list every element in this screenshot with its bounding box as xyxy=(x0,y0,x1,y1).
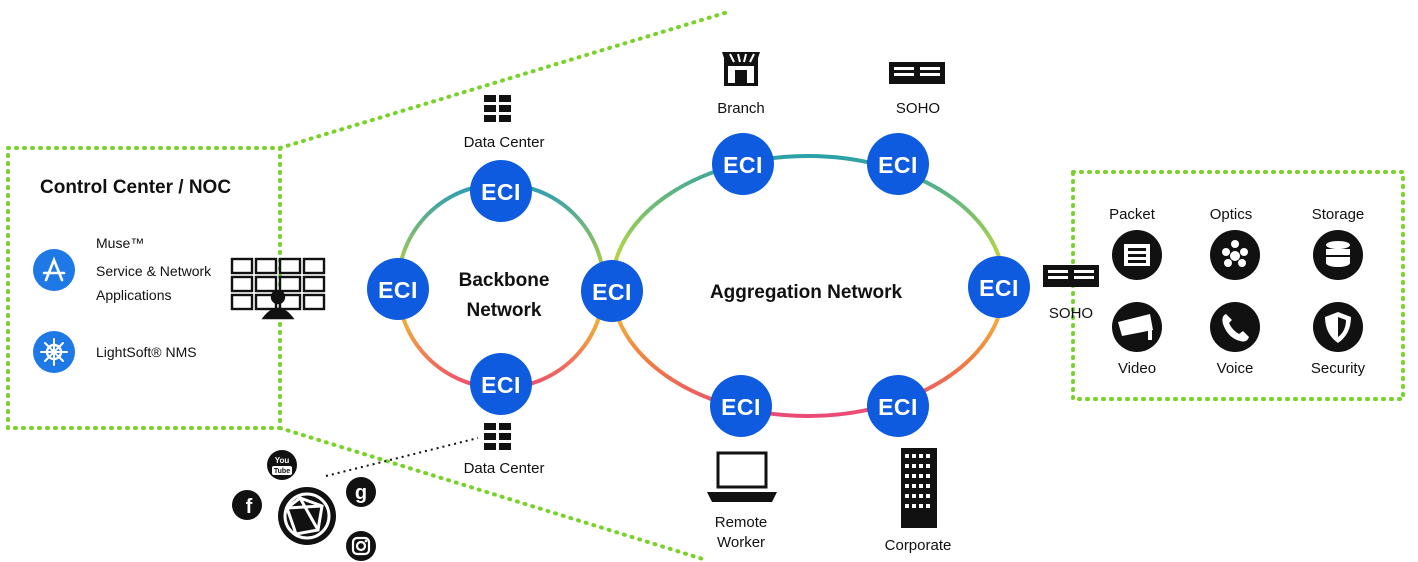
soho-top-label: SOHO xyxy=(896,100,940,117)
eci-node-remote-worker[interactable]: ECI xyxy=(710,375,772,437)
muse-subtitle: Service & Network xyxy=(96,263,212,279)
remote-worker-line2: Worker xyxy=(717,534,765,551)
service-security[interactable]: Security xyxy=(1311,302,1366,377)
laptop-icon xyxy=(707,451,777,502)
muse-title: Muse™ xyxy=(96,235,144,251)
branch-label: Branch xyxy=(717,100,765,117)
service-packet[interactable]: Packet xyxy=(1109,206,1162,280)
data-center-bottom-icon xyxy=(484,423,511,450)
store-icon xyxy=(722,52,760,86)
eci-node-label: ECI xyxy=(378,277,418,303)
instagram-icon[interactable] xyxy=(346,531,376,561)
packet-label: Packet xyxy=(1109,206,1156,223)
facebook-letter: f xyxy=(246,496,253,518)
facebook-icon[interactable]: f xyxy=(232,490,262,520)
eci-node-label: ECI xyxy=(592,279,632,305)
corporate-label: Corporate xyxy=(885,537,952,554)
eci-node-label: ECI xyxy=(481,372,521,398)
eci-node-backbone-bottom[interactable]: ECI xyxy=(470,353,532,415)
corporate-building-icon xyxy=(901,448,937,528)
service-optics[interactable]: Optics xyxy=(1210,206,1260,280)
service-voice[interactable]: Voice xyxy=(1210,302,1260,377)
eci-node-label: ECI xyxy=(481,179,521,205)
soho-right-icon xyxy=(1043,265,1099,287)
control-center-title: Control Center / NOC xyxy=(40,177,231,198)
data-center-top-icon xyxy=(484,95,511,122)
eci-node-aggregation-right[interactable]: ECI xyxy=(968,256,1030,318)
projection-lines xyxy=(278,10,730,562)
service-storage[interactable]: Storage xyxy=(1312,206,1365,280)
data-center-top-label: Data Center xyxy=(464,134,545,151)
google-icon[interactable]: g xyxy=(346,477,376,507)
internet-link xyxy=(325,437,479,477)
eci-node-backbone-left[interactable]: ECI xyxy=(367,258,429,320)
aggregation-label: Aggregation Network xyxy=(710,282,903,303)
storage-label: Storage xyxy=(1312,206,1365,223)
muse-applications: Applications xyxy=(96,287,172,303)
eci-node-branch[interactable]: ECI xyxy=(712,133,774,195)
video-label: Video xyxy=(1118,360,1156,377)
security-label: Security xyxy=(1311,360,1366,377)
google-letter: g xyxy=(355,482,367,504)
muse-app[interactable]: Muse™ Service & Network Applications xyxy=(33,235,212,303)
eci-node-label: ECI xyxy=(878,394,918,420)
data-center-bottom-label: Data Center xyxy=(464,460,545,477)
eci-node-corporate[interactable]: ECI xyxy=(867,375,929,437)
soho-top-icon xyxy=(889,62,945,84)
youtube-text-bottom: Tube xyxy=(274,468,290,475)
lightsoft-app[interactable]: LightSoft® NMS xyxy=(33,331,197,373)
phone-icon xyxy=(1210,302,1260,352)
eci-node-soho-top[interactable]: ECI xyxy=(867,133,929,195)
youtube-icon[interactable]: You Tube xyxy=(267,450,297,480)
globe-network-icon[interactable] xyxy=(278,487,336,545)
eci-node-label: ECI xyxy=(878,152,918,178)
backbone-line1: Backbone xyxy=(459,270,550,291)
eci-node-backbone-top[interactable]: ECI xyxy=(470,160,532,222)
optics-label: Optics xyxy=(1210,206,1253,223)
remote-worker-line1: Remote xyxy=(715,514,768,531)
eci-node-label: ECI xyxy=(723,152,763,178)
youtube-text-top: You xyxy=(275,456,290,465)
operator-monitor-wall-icon xyxy=(230,257,326,320)
service-video[interactable]: Video xyxy=(1112,302,1162,377)
control-center-frame xyxy=(6,146,282,430)
lightsoft-label: LightSoft® NMS xyxy=(96,344,197,360)
eci-node-label: ECI xyxy=(721,394,761,420)
app-store-icon xyxy=(33,249,75,291)
soho-right-label: SOHO xyxy=(1049,305,1093,322)
voice-label: Voice xyxy=(1217,360,1254,377)
eci-node-shared[interactable]: ECI xyxy=(581,260,643,322)
eci-node-label: ECI xyxy=(979,275,1019,301)
backbone-line2: Network xyxy=(467,300,542,321)
